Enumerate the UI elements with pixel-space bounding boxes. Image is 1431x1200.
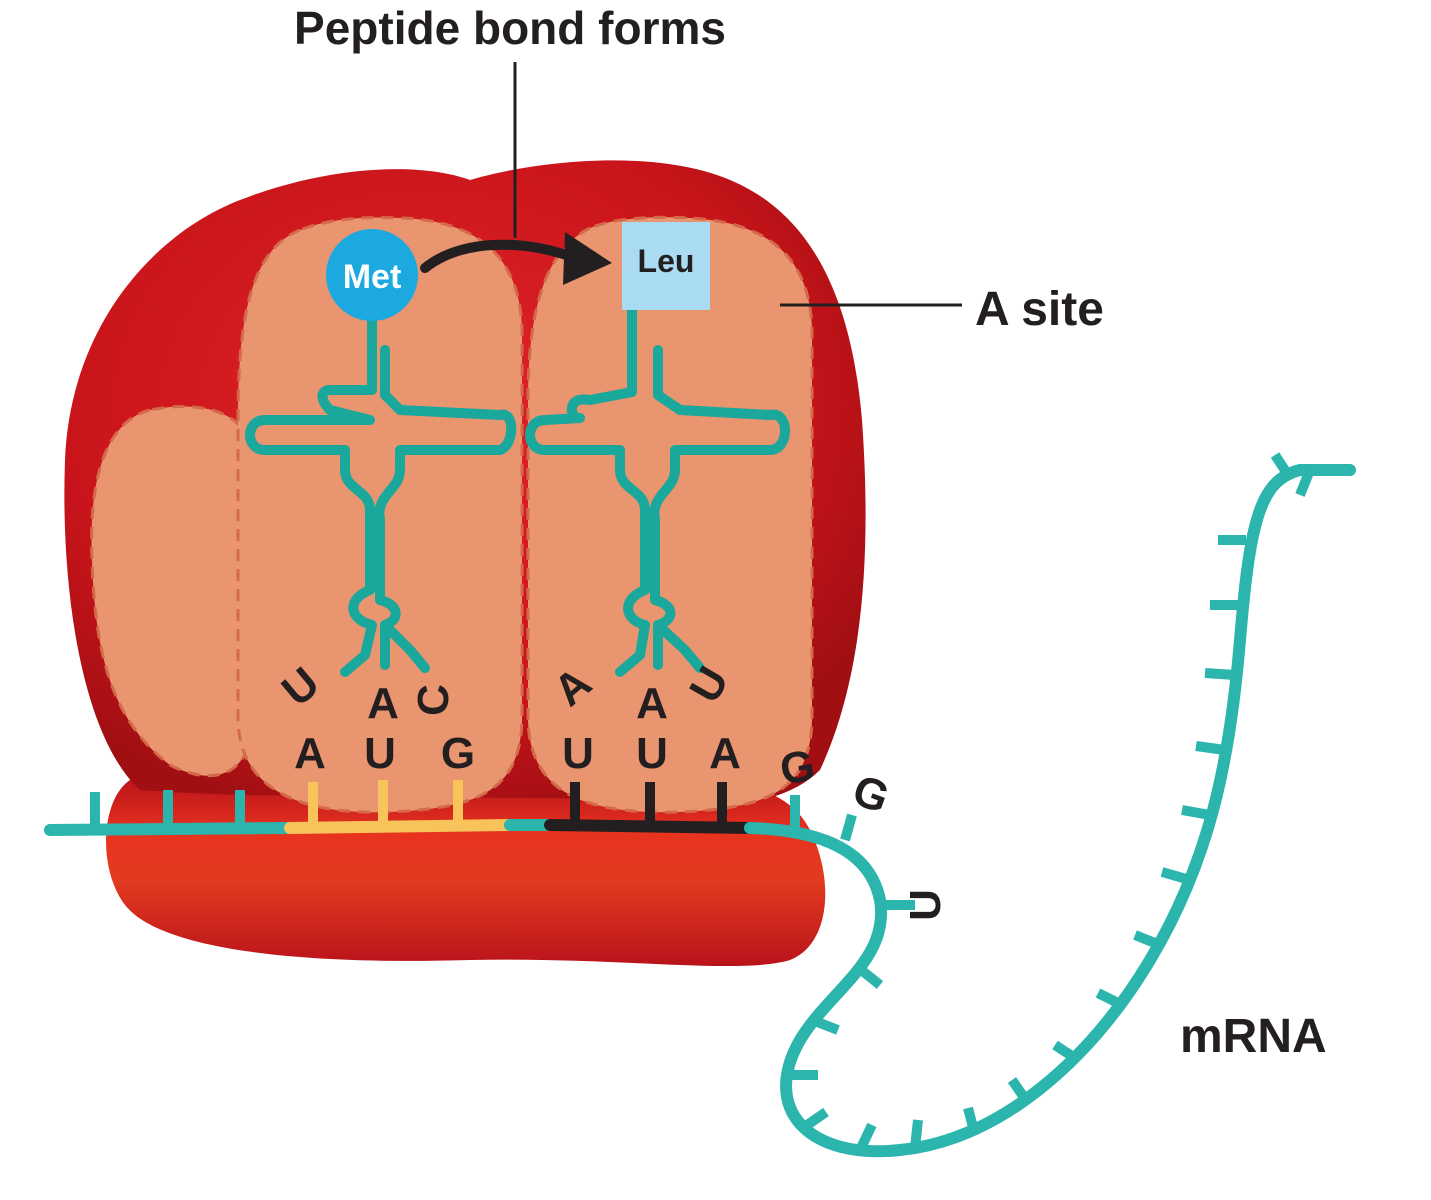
leu-amino-acid	[622, 222, 710, 310]
codon-p-3: G	[441, 729, 475, 778]
arrowhead-icon	[563, 232, 612, 285]
mrna-base-1: G	[776, 741, 818, 795]
mrna-base-3: U	[901, 889, 950, 921]
leu-label: Leu	[638, 243, 695, 279]
mrna-base-2: G	[846, 765, 895, 823]
anticodon-p-2: A	[367, 679, 399, 728]
codon-a-2: U	[636, 729, 668, 778]
codon-p-2: U	[364, 729, 396, 778]
mrna-label: mRNA	[1180, 1010, 1327, 1063]
codon-a-3: A	[709, 729, 741, 778]
trna-a-site	[525, 300, 790, 677]
codon-p-1: A	[294, 729, 326, 778]
peptide-bond-arrow	[420, 239, 580, 273]
met-amino-acid	[326, 229, 418, 321]
mrna-base-ticks	[90, 452, 1315, 1153]
mrna-strand	[44, 464, 1356, 1158]
anticodon-a-2: A	[636, 679, 668, 728]
a-site	[526, 215, 814, 814]
trna-p-site	[245, 290, 517, 677]
met-label: Met	[343, 258, 402, 296]
title-label: Peptide bond forms	[294, 2, 726, 54]
anticodon-p-3: C	[409, 684, 458, 716]
e-site	[90, 405, 257, 778]
a-site-label: A site	[975, 283, 1104, 336]
codon-a-1: U	[562, 729, 594, 778]
